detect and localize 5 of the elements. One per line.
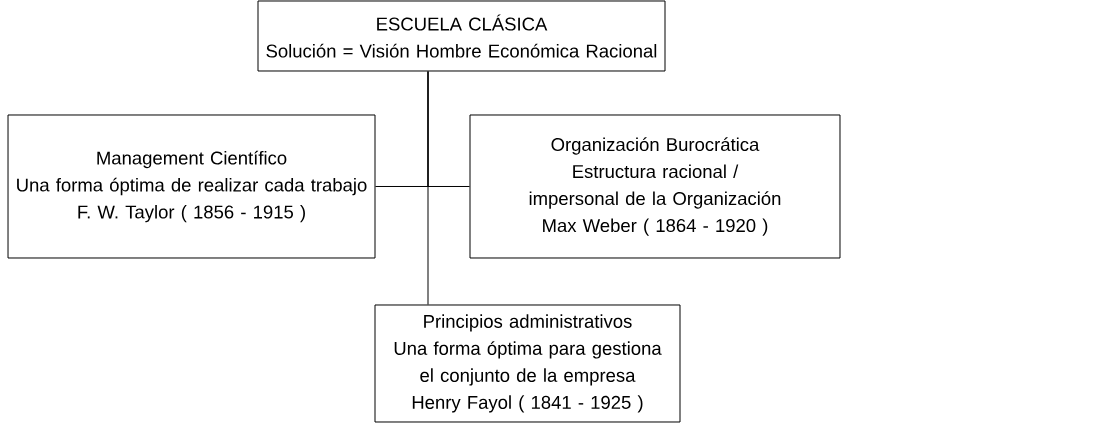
text-box: ESCUELA CLÁSICA Solución = Visión Hombre Económica Racional bbox=[257, 0, 666, 72]
text-box: Organización Burocrática Estructura racional / impersonal de la Organización Max Weber ( 1864 - 1920 ) bbox=[469, 114, 841, 259]
connector-line bbox=[427, 71, 429, 305]
text-box: Principios administrativos Una forma óptima para gestiona el conjunto de la empresa Henry Fayol ( 1841 - 1925 ) bbox=[374, 304, 681, 423]
text-box: Management Científico Una forma óptima de realizar cada trabajo F. W. Taylor ( 1856 - 1915 ) bbox=[7, 114, 376, 259]
